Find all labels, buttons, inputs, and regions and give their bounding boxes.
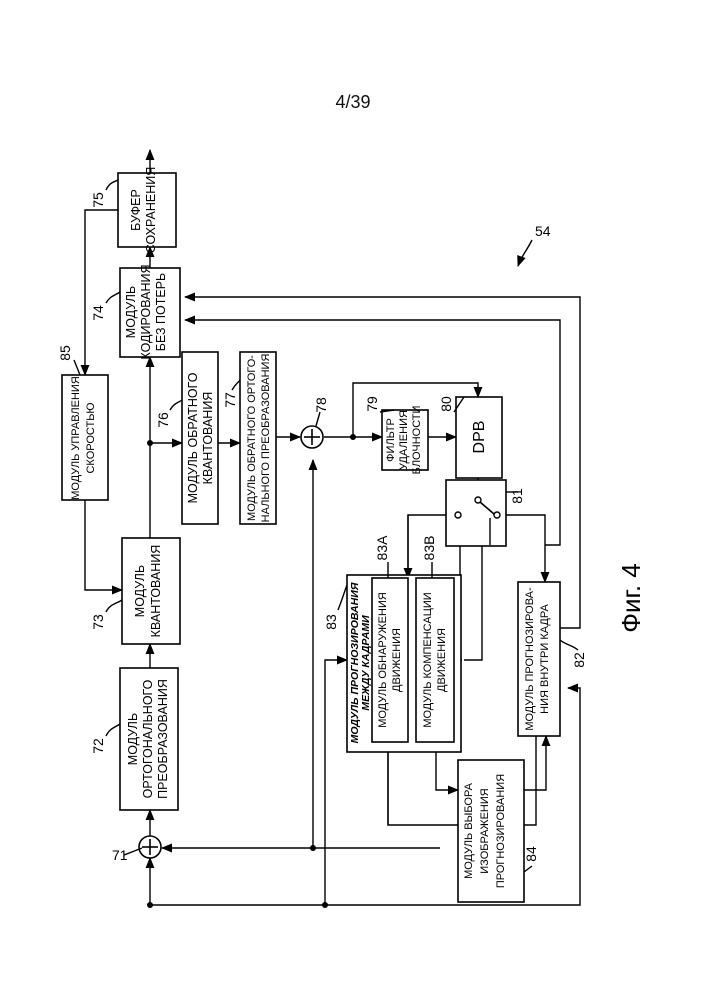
ref-83a: 83A bbox=[374, 535, 390, 561]
block-75-line-2: СОХРАНЕНИЯ bbox=[144, 167, 158, 254]
block-83b-line-1: МОДУЛЬ КОМПЕНСАЦИИ bbox=[422, 592, 434, 727]
ref-74: 74 bbox=[90, 305, 106, 321]
block-76-line-2: КВАНТОВАНИЯ bbox=[201, 392, 215, 485]
block-73-quantization: МОДУЛЬ КВАНТОВАНИЯ bbox=[122, 538, 180, 644]
block-72-line-3: ПРЕОБРАЗОВАНИЯ bbox=[156, 679, 170, 799]
block-74-line-2: КОДИРОВАНИЯ bbox=[139, 264, 153, 359]
block-74-lossless-coding: МОДУЛЬ КОДИРОВАНИЯ БЕЗ ПОТЕРЬ bbox=[120, 264, 180, 359]
block-75-buffer: БУФЕР СОХРАНЕНИЯ bbox=[118, 167, 176, 254]
block-79-line-2: УДАЛЕНИЯ bbox=[398, 410, 410, 470]
ref-76: 76 bbox=[155, 412, 171, 428]
ref-80: 80 bbox=[438, 396, 454, 412]
block-80-dpb: DPB bbox=[456, 397, 502, 478]
block-85-line-1: МОДУЛЬ УПРАВЛЕНИЯ bbox=[70, 376, 82, 500]
block-72-line-2: ОРТОГОНАЛЬНОГО bbox=[141, 679, 155, 798]
ref-79: 79 bbox=[364, 396, 380, 412]
block-83-line-2: МЕЖДУ КАДРАМИ bbox=[360, 615, 372, 711]
block-77-line-2: НАЛЬНОГО ПРЕОБРАЗОВАНИЯ bbox=[260, 354, 272, 523]
ref-83: 83 bbox=[323, 614, 339, 630]
ref-84: 84 bbox=[523, 846, 539, 862]
ref-83b: 83B bbox=[421, 536, 437, 561]
ref-75: 75 bbox=[90, 192, 106, 208]
block-79-line-3: БЛОЧНОСТИ bbox=[411, 406, 423, 475]
ref-78: 78 bbox=[313, 397, 329, 413]
block-84-line-1: МОДУЛЬ ВЫБОРА bbox=[463, 782, 475, 878]
block-85-line-2: СКОРОСТЬЮ bbox=[85, 402, 97, 473]
ref-82: 82 bbox=[571, 652, 587, 668]
block-83a-line-1: МОДУЛЬ ОБНАРУЖЕНИЯ bbox=[377, 592, 389, 728]
block-83a-line-2: ДВИЖЕНИЯ bbox=[391, 628, 403, 692]
figure-label: Фиг. 4 bbox=[616, 563, 646, 633]
block-83b-motion-compensation: МОДУЛЬ КОМПЕНСАЦИИ ДВИЖЕНИЯ bbox=[416, 578, 454, 742]
block-82-line-1: МОДУЛЬ ПРОГНОЗИРОВА- bbox=[524, 587, 536, 731]
block-72-line-1: МОДУЛЬ bbox=[126, 713, 140, 765]
switch-81 bbox=[446, 480, 506, 546]
block-82-intra-prediction: МОДУЛЬ ПРОГНОЗИРОВА- НИЯ ВНУТРИ КАДРА bbox=[518, 582, 560, 736]
adder-78 bbox=[301, 426, 323, 448]
block-73-line-2: КВАНТОВАНИЯ bbox=[149, 545, 163, 638]
block-80-label: DPB bbox=[471, 421, 488, 454]
block-84-prediction-image-selection: МОДУЛЬ ВЫБОРА ИЗОБРАЖЕНИЯ ПРОГНОЗИРОВАНИ… bbox=[458, 760, 524, 902]
adder-71 bbox=[139, 836, 161, 858]
block-84-line-3: ПРОГНОЗИРОВАНИЯ bbox=[495, 774, 507, 888]
ref-73: 73 bbox=[90, 614, 106, 630]
block-82-line-2: НИЯ ВНУТРИ КАДРА bbox=[539, 604, 551, 714]
block-77-inverse-orthogonal-transform: МОДУЛЬ ОБРАТНОГО ОРТОГО- НАЛЬНОГО ПРЕОБР… bbox=[240, 352, 276, 524]
block-74-line-3: БЕЗ ПОТЕРЬ bbox=[154, 273, 168, 352]
ref-72: 72 bbox=[90, 738, 106, 754]
ref-85: 85 bbox=[57, 345, 73, 361]
ref-54: 54 bbox=[535, 223, 551, 239]
ref-81: 81 bbox=[509, 488, 525, 504]
block-73-line-1: МОДУЛЬ bbox=[133, 565, 147, 617]
block-74-line-1: МОДУЛЬ bbox=[124, 286, 138, 338]
block-84-line-2: ИЗОБРАЖЕНИЯ bbox=[479, 788, 491, 873]
block-83b-line-2: ДВИЖЕНИЯ bbox=[436, 628, 448, 692]
block-85-rate-control: МОДУЛЬ УПРАВЛЕНИЯ СКОРОСТЬЮ bbox=[62, 375, 108, 500]
block-83a-motion-detection: МОДУЛЬ ОБНАРУЖЕНИЯ ДВИЖЕНИЯ bbox=[372, 578, 408, 742]
block-76-line-1: МОДУЛЬ ОБРАТНОГО bbox=[186, 372, 200, 503]
block-77-line-1: МОДУЛЬ ОБРАТНОГО ОРТОГО- bbox=[246, 355, 258, 521]
block-79-line-1: ФИЛЬТР bbox=[385, 418, 397, 462]
block-75-line-1: БУФЕР bbox=[129, 189, 143, 231]
block-72-orthogonal-transform: МОДУЛЬ ОРТОГОНАЛЬНОГО ПРЕОБРАЗОВАНИЯ bbox=[120, 668, 178, 810]
block-76-inverse-quantization: МОДУЛЬ ОБРАТНОГО КВАНТОВАНИЯ bbox=[182, 352, 218, 524]
block-79-deblocking-filter: ФИЛЬТР УДАЛЕНИЯ БЛОЧНОСТИ bbox=[382, 406, 428, 475]
ref-77: 77 bbox=[222, 392, 238, 408]
